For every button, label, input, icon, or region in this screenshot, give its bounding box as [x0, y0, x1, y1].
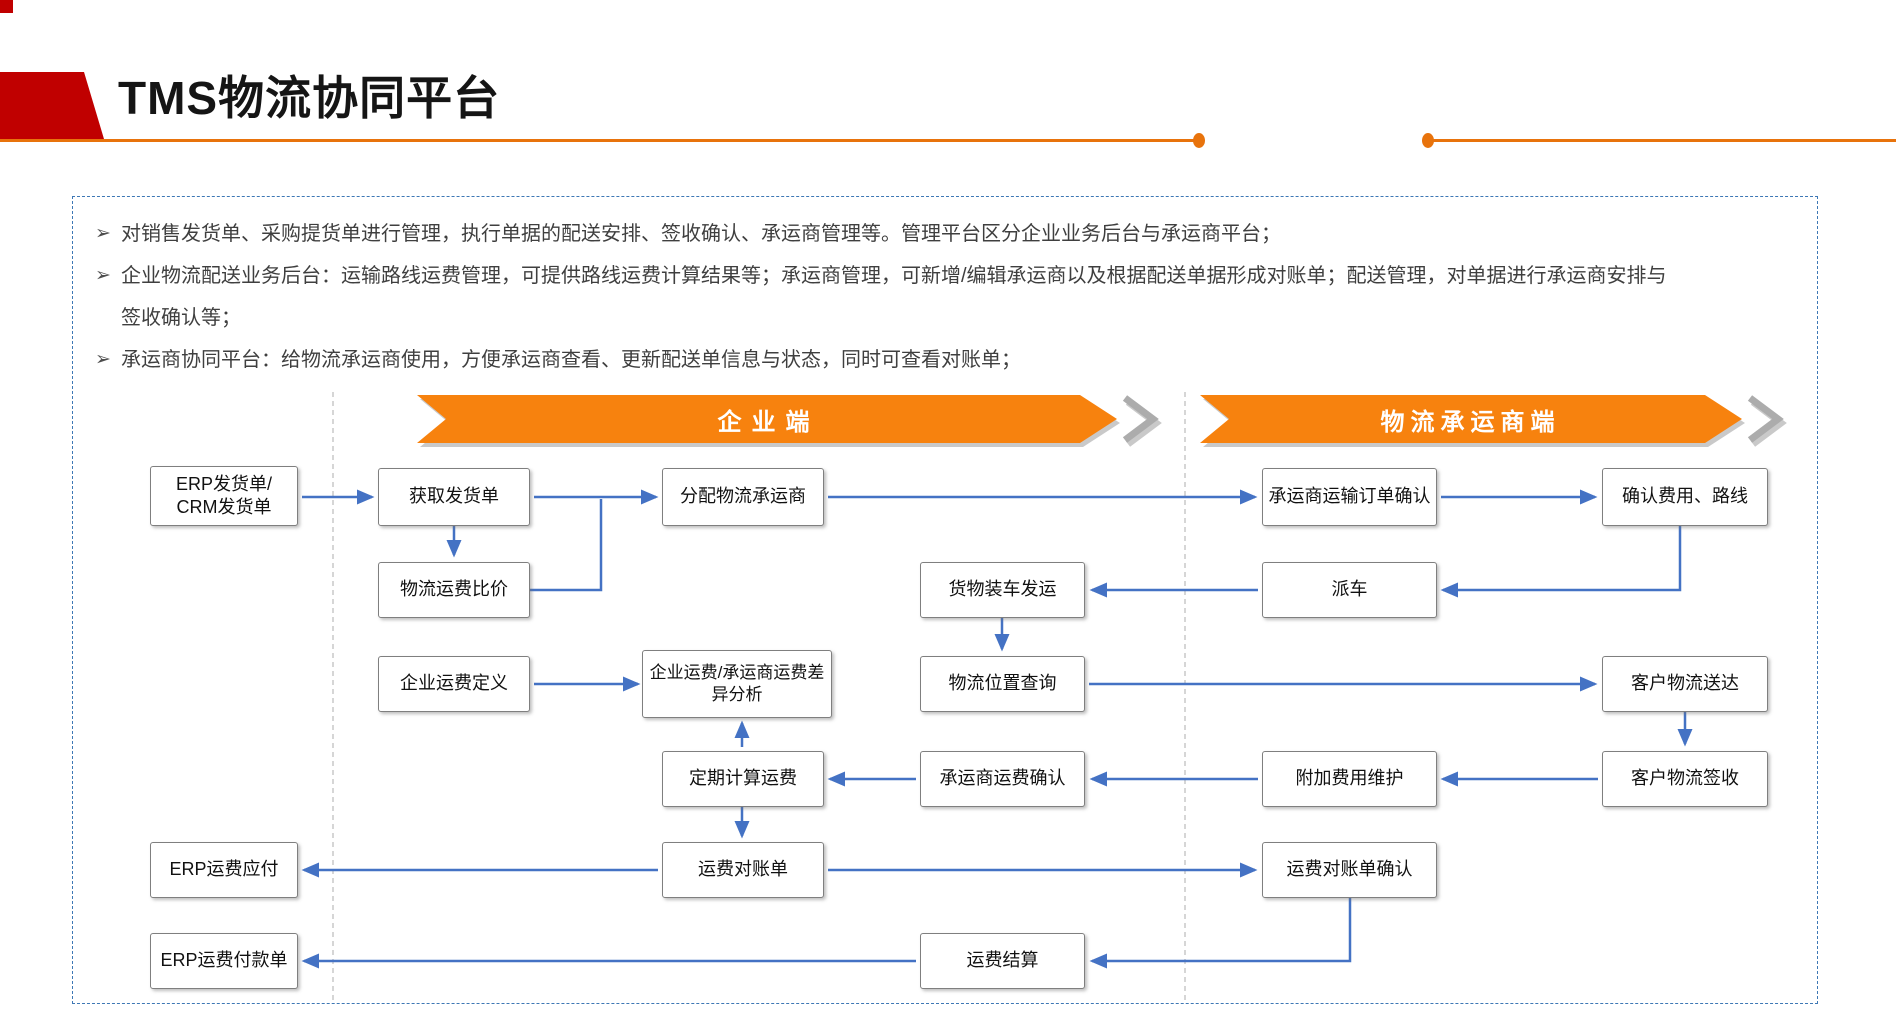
node-label: ERP发货单/ — [175, 473, 272, 494]
flow-node-freight-settlement: 运费结算 — [920, 933, 1085, 989]
node-label: 货物装车发运 — [948, 579, 1057, 600]
node-label: 承运商运费确认 — [939, 768, 1066, 789]
bullet-marker-icon: ➢ — [95, 349, 111, 370]
flow-node-extra-fee-maintain: 附加费用维护 — [1262, 751, 1437, 807]
flow-node-erp-order: ERP发货单/ CRM发货单 — [150, 466, 298, 526]
flow-node-erp-freight-payable: ERP运费应付 — [150, 842, 298, 898]
node-label: 物流位置查询 — [948, 673, 1057, 694]
bullet-text: 承运商协同平台：给物流承运商使用，方便承运商查看、更新配送单信息与状态，同时可查… — [121, 349, 1021, 371]
flow-node-freight-compare: 物流运费比价 — [378, 562, 530, 618]
node-label: ERP运费应付 — [169, 859, 279, 880]
node-label: 分配物流承运商 — [680, 486, 806, 507]
flow-node-dispatch-vehicle: 派车 — [1262, 562, 1437, 618]
intro-bullet: ➢ 对销售发货单、采购提货单进行管理，执行单据的配送安排、签收确认、承运商管理等… — [95, 213, 1795, 255]
node-label: 客户物流送达 — [1631, 673, 1739, 694]
flow-node-confirm-fee-route: 确认费用、路线 — [1602, 468, 1768, 526]
underline-dot-2 — [1422, 133, 1434, 148]
bullet-text: 签收确认等； — [121, 307, 241, 329]
title-underline-right — [1433, 139, 1896, 142]
banner-carrier-shape — [1200, 395, 1742, 443]
title-flag-shape — [0, 72, 104, 139]
intro-bullets: ➢ 对销售发货单、采购提货单进行管理，执行单据的配送安排、签收确认、承运商管理等… — [95, 213, 1795, 381]
flow-node-freight-diff-analysis: 企业运费/承运商运费差异分析 — [642, 650, 832, 718]
banner-chevron-icon — [1122, 395, 1159, 443]
node-label: 运费对账单 — [698, 859, 788, 880]
intro-bullet: ➢ 企业物流配送业务后台：运输路线运费管理，可提供路线运费计算结果等；承运商管理… — [95, 255, 1795, 339]
flow-node-enterprise-freight-define: 企业运费定义 — [378, 656, 530, 712]
flow-node-carrier-freight-confirm: 承运商运费确认 — [920, 751, 1085, 807]
node-label: 企业运费/承运商运费差异分析 — [649, 662, 825, 704]
bullet-marker-icon: ➢ — [95, 265, 111, 286]
banner-carrier-label: 物流承运商端 — [1380, 408, 1561, 436]
node-label: 定期计算运费 — [689, 768, 797, 789]
intro-bullet: ➢ 承运商协同平台：给物流承运商使用，方便承运商查看、更新配送单信息与状态，同时… — [95, 339, 1795, 381]
banner-chevron-icon — [1747, 395, 1784, 443]
flow-node-freight-statement: 运费对账单 — [662, 842, 824, 898]
bullet-marker-icon: ➢ — [95, 223, 111, 244]
node-label: 承运商运输订单确认 — [1268, 486, 1431, 507]
flow-node-carrier-order-confirm: 承运商运输订单确认 — [1262, 468, 1437, 526]
node-label: ERP运费付款单 — [160, 950, 288, 971]
node-label: 获取发货单 — [409, 486, 499, 507]
banner-enterprise-shape — [417, 395, 1117, 443]
flow-node-customer-sign: 客户物流签收 — [1602, 751, 1768, 807]
node-label: 附加费用维护 — [1295, 768, 1404, 789]
banner-enterprise-label: 企业端 — [717, 408, 820, 436]
node-label: 企业运费定义 — [400, 673, 508, 694]
node-label: 派车 — [1331, 579, 1368, 600]
node-label: 运费结算 — [966, 950, 1039, 971]
node-label: 物流运费比价 — [400, 579, 508, 600]
flow-node-erp-payment-order: ERP运费付款单 — [150, 933, 298, 989]
underline-dot-1 — [1193, 133, 1205, 148]
bullet-text: 企业物流配送业务后台：运输路线运费管理，可提供路线运费计算结果等；承运商管理，可… — [121, 265, 1667, 287]
corner-accent — [0, 0, 13, 13]
flow-panel-border — [72, 196, 1818, 1004]
page-title: TMS物流协同平台 — [118, 72, 501, 124]
flow-node-freight-statement-confirm: 运费对账单确认 — [1262, 842, 1437, 898]
flow-node-fetch-order: 获取发货单 — [378, 468, 530, 526]
flow-node-assign-carrier: 分配物流承运商 — [662, 468, 824, 526]
node-label: 确认费用、路线 — [1622, 486, 1748, 507]
node-label: 客户物流签收 — [1631, 768, 1739, 789]
flow-node-periodic-freight-calc: 定期计算运费 — [662, 751, 824, 807]
node-label: 运费对账单确认 — [1286, 859, 1413, 880]
title-underline-left — [0, 139, 1196, 142]
bullet-text: 对销售发货单、采购提货单进行管理，执行单据的配送安排、签收确认、承运商管理等。管… — [121, 223, 1281, 245]
flow-node-customer-delivered: 客户物流送达 — [1602, 656, 1768, 712]
flow-node-logistics-location: 物流位置查询 — [920, 656, 1085, 712]
flow-node-loading-dispatch: 货物装车发运 — [920, 562, 1085, 618]
node-label: CRM发货单 — [176, 497, 272, 517]
